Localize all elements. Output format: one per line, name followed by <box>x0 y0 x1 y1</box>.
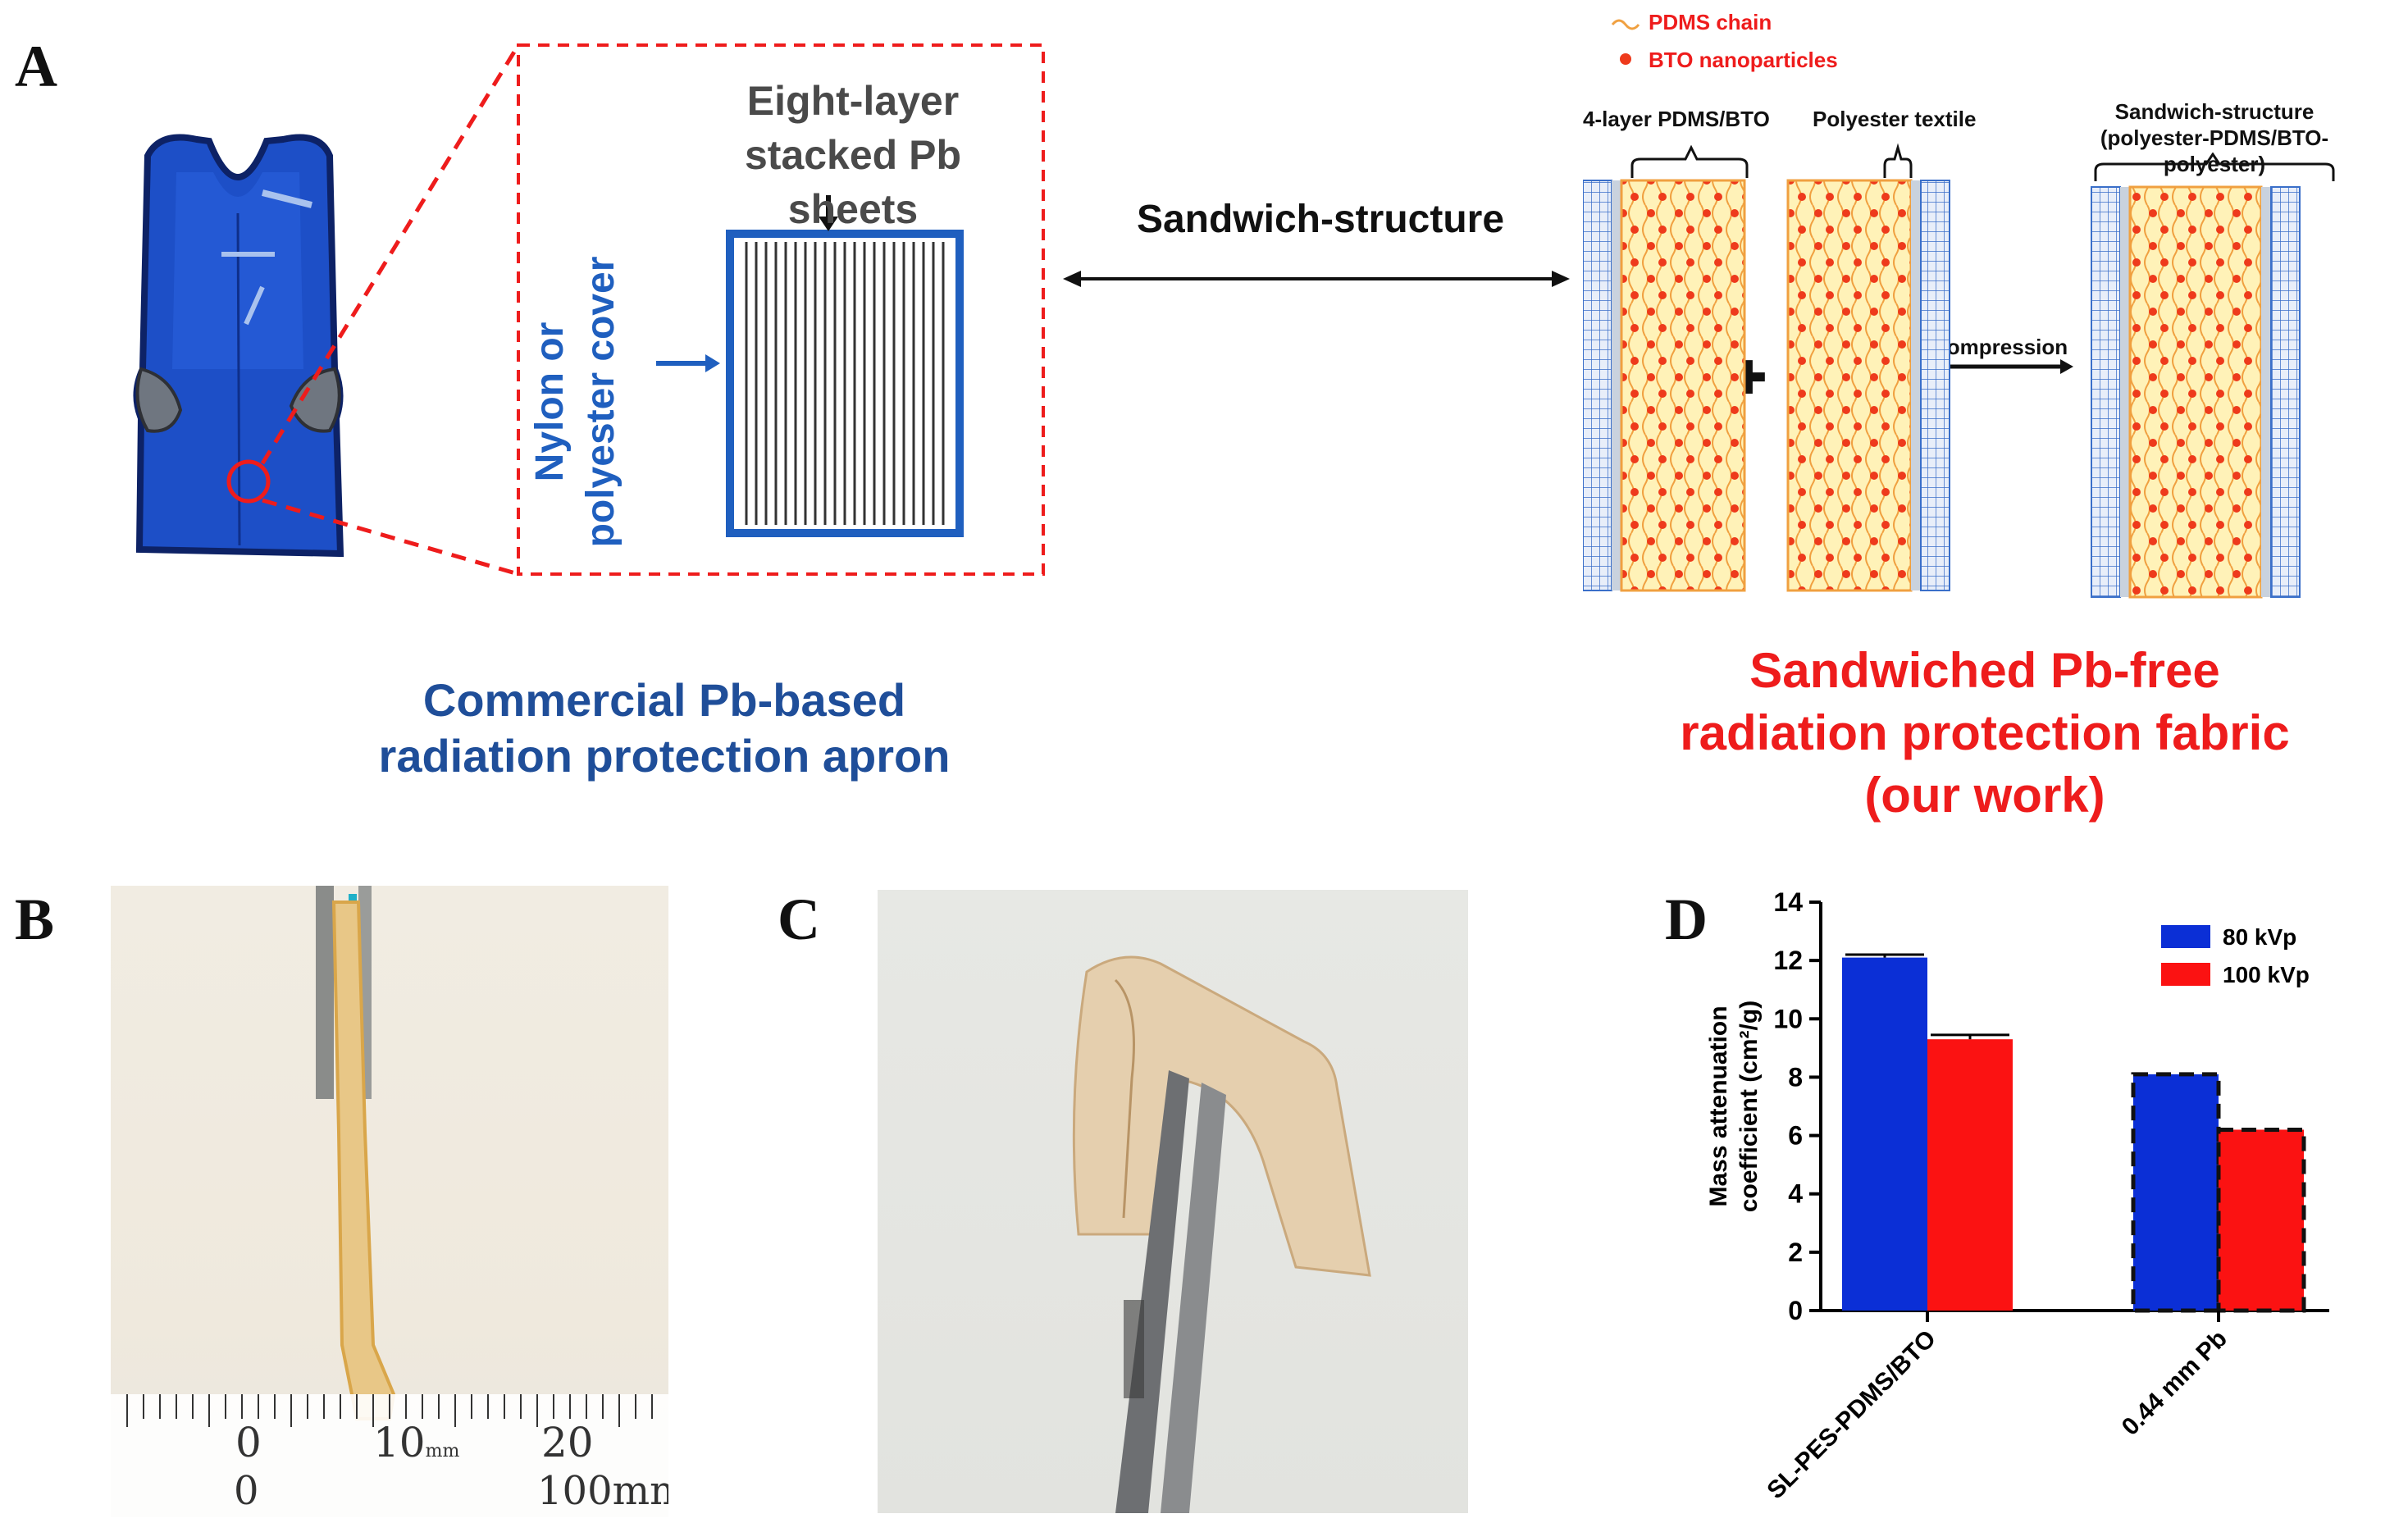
legend-swatch <box>2161 963 2210 986</box>
cover-label-line1: Nylon or <box>528 321 572 482</box>
cover-label: Nylon or polyester cover <box>525 238 632 566</box>
legend-swatch <box>2161 925 2210 948</box>
panel-label-a: A <box>15 34 57 99</box>
y-tick-label: 8 <box>1788 1062 1803 1092</box>
ruler-top-0: 0 <box>235 1419 262 1466</box>
y-tick-label: 10 <box>1773 1004 1803 1033</box>
label-result-line1: Sandwich-structure <box>2114 99 2315 124</box>
fabric-caption-line1: Sandwiched Pb-free <box>1749 643 2220 698</box>
panel-label-d: D <box>1665 887 1708 952</box>
y-tick-label: 12 <box>1773 946 1803 975</box>
ruler-top-20: 20 <box>541 1419 594 1466</box>
schematic-blocks <box>1583 179 2301 599</box>
label-pdms-bto: 4-layer PDMS/BTO <box>1583 107 1770 131</box>
legend-bto: BTO nanoparticles <box>1649 48 1838 72</box>
inset-title-line2: stacked Pb sheets <box>744 132 961 232</box>
photo-b-drawing <box>111 886 668 1517</box>
cover-label-line2: polyester cover <box>579 256 623 548</box>
apron-caption-line2: radiation protection apron <box>378 730 951 782</box>
pb-sheets <box>745 242 945 525</box>
apron-caption-line1: Commercial Pb-based <box>422 674 906 726</box>
ruler-bottom-unit: mm <box>612 1468 668 1514</box>
panel-label-b: B <box>15 887 55 952</box>
ruler-bottom-0: 0 <box>234 1468 259 1514</box>
apron-caption: Commercial Pb-based radiation protection… <box>328 673 1001 784</box>
apron-illustration <box>133 134 344 558</box>
photo-c <box>878 890 1468 1513</box>
bar <box>1842 957 1927 1311</box>
sandwich-arrow-label: Sandwich-structure <box>1136 198 1505 241</box>
compression-label: Compression <box>1931 335 2068 359</box>
photo-b: 0 10mm 20 0 100mm <box>111 886 668 1517</box>
y-tick-label: 2 <box>1788 1238 1803 1267</box>
y-tick-label: 6 <box>1788 1121 1803 1151</box>
y-tick-label: 14 <box>1773 887 1803 917</box>
y-axis-label-line2: coefficient (cm²/g) <box>1735 1001 1763 1212</box>
legend-label: 80 kVp <box>2223 924 2296 950</box>
y-tick-label: 0 <box>1788 1296 1803 1325</box>
legend-label: 100 kVp <box>2223 962 2310 987</box>
fabric-caption-line2: radiation protection fabric <box>1680 705 2290 760</box>
ruler-top-10: 10mm <box>373 1419 459 1466</box>
bar <box>1927 1039 2013 1311</box>
x-tick-label: SL-PES-PDMS/BTO <box>1762 1325 1941 1505</box>
photo-c-drawing <box>1072 955 1371 1513</box>
y-tick-label: 4 <box>1788 1179 1803 1209</box>
ruler-top-10-value: 10 <box>373 1419 426 1466</box>
schematic-legend <box>1611 19 1640 65</box>
label-polyester: Polyester textile <box>1813 107 1977 131</box>
inset-title-line1: Eight-layer <box>746 78 960 124</box>
fabric-caption-line3: (our work) <box>1864 768 2105 823</box>
x-tick-label: 0.44 mm Pb <box>2117 1325 2232 1441</box>
bar <box>2216 1127 2306 1313</box>
y-axis-label-line1: Mass attenuation <box>1705 1005 1732 1206</box>
bar <box>2131 1072 2221 1313</box>
ruler-bottom-100-value: 100 <box>537 1468 613 1514</box>
result-bracket <box>2094 153 2335 181</box>
ruler-top-unit: mm <box>425 1441 460 1461</box>
schematic-brackets <box>1630 143 1913 178</box>
inset-title: Eight-layer stacked Pb sheets <box>697 74 1009 236</box>
panel-label-c: C <box>778 887 820 952</box>
fabric-caption: Sandwiched Pb-free radiation protection … <box>1608 640 2362 827</box>
legend-pdms-chain: PDMS chain <box>1649 10 1772 34</box>
ruler-bottom-100: 100mm <box>537 1468 668 1514</box>
